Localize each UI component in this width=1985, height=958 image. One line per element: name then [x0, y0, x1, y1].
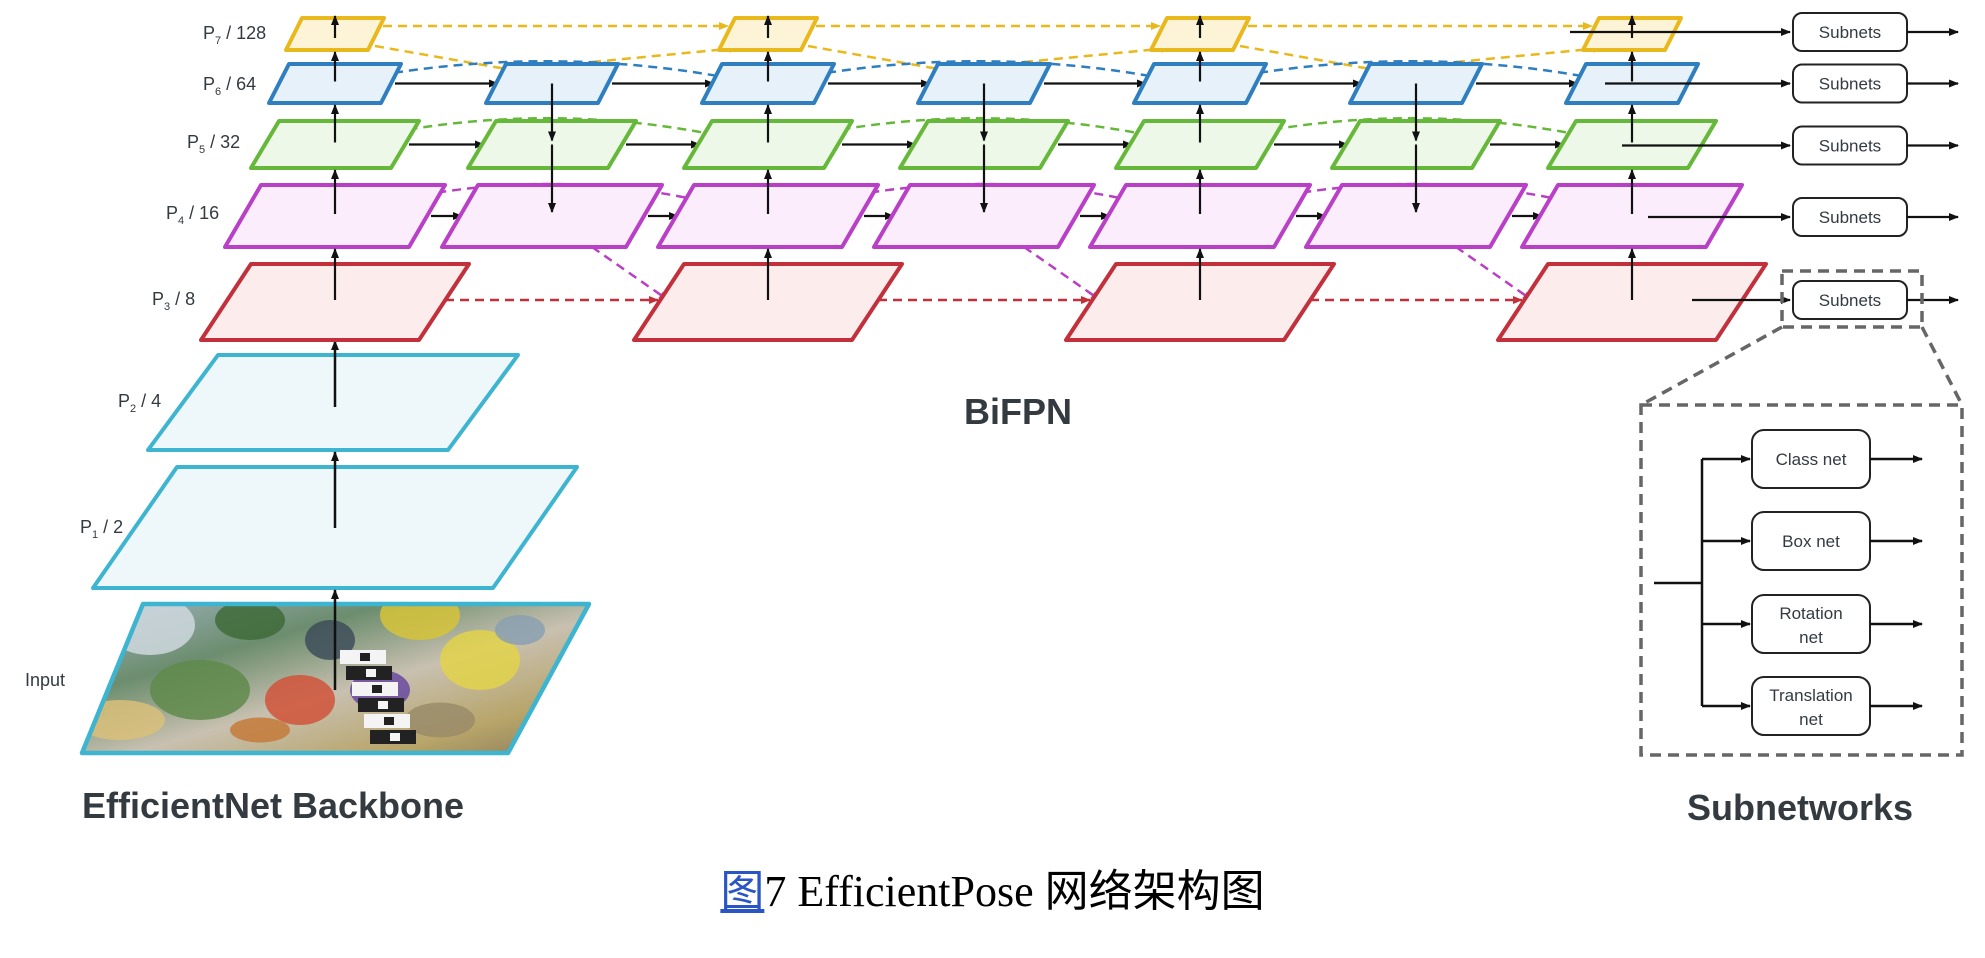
skip-p6-up: [1023, 44, 1171, 64]
svg-text:net: net: [1799, 628, 1823, 647]
label-p3: P3 / 8: [152, 289, 195, 313]
image-blob: [230, 717, 290, 743]
zoom-line-right: [1920, 326, 1964, 406]
svg-text:Box net: Box net: [1782, 532, 1840, 551]
subnets-box-label: Subnets: [1819, 137, 1881, 156]
subnets-box-p7: Subnets: [1792, 12, 1908, 52]
node-p4: [656, 183, 880, 249]
section-label-subnetworks: Subnetworks: [1687, 787, 1913, 828]
node-p6: [700, 62, 836, 105]
image-blob: [215, 604, 285, 640]
backbone-p2-layer: [146, 353, 520, 452]
caption-text: 7 EfficientPose 网络架构图: [764, 867, 1265, 916]
subnets-box-label: Subnets: [1819, 291, 1881, 310]
label-p6: P6 / 64: [203, 74, 256, 98]
skip-p6: [767, 60, 1199, 88]
node-p3: [1064, 262, 1336, 342]
backbone-layers: [79, 340, 592, 756]
image-blob: [440, 630, 520, 690]
translation-net-box: Translation net: [1751, 676, 1871, 736]
node-p3: [199, 262, 471, 342]
marker-square: [372, 685, 382, 693]
image-blob: [495, 615, 545, 645]
skip-p7-down: [807, 44, 945, 73]
node-p3: [1496, 262, 1768, 342]
subnets-highlight-box: [1780, 269, 1924, 329]
marker-square: [384, 717, 394, 725]
caption-link[interactable]: 图: [720, 867, 765, 916]
subnetworks-detail: Class net Box net Rotation net Translati…: [1639, 269, 1964, 757]
skip-p4-down: [1455, 245, 1533, 302]
skip-p7-down: [1239, 44, 1377, 73]
image-blob: [150, 660, 250, 720]
skip-p4-down: [591, 245, 669, 302]
rotation-net-box: Rotation net: [1751, 594, 1871, 654]
subnets-box-p4: Subnets: [1792, 197, 1908, 237]
skip-p4-down: [1023, 245, 1101, 302]
svg-text:Translation: Translation: [1769, 686, 1852, 705]
skip-p6: [1199, 60, 1631, 88]
subnets-box-p3: Subnets: [1792, 280, 1908, 320]
label-input: Input: [25, 670, 65, 690]
marker-square: [366, 669, 376, 677]
node-p4: [1088, 183, 1312, 249]
node-p4: [440, 183, 664, 249]
svg-text:Rotation: Rotation: [1779, 604, 1842, 623]
marker-square: [390, 733, 400, 741]
subnets-box-label: Subnets: [1819, 23, 1881, 42]
image-blob: [265, 675, 335, 725]
label-p2: P2 / 4: [118, 391, 161, 415]
label-p5: P5 / 32: [187, 132, 240, 156]
node-p6: [1132, 62, 1268, 105]
input-image-content: [82, 604, 545, 744]
skip-p6-up: [1455, 44, 1603, 64]
skip-p6: [334, 60, 767, 88]
svg-text:Class net: Class net: [1776, 450, 1847, 469]
section-label-backbone: EfficientNet Backbone: [82, 785, 464, 826]
box-net-box: Box net: [1751, 511, 1871, 571]
node-p5: [249, 119, 421, 170]
node-p5: [682, 119, 854, 170]
subnets-box-p5: Subnets: [1792, 125, 1908, 166]
node-p5: [1114, 119, 1286, 170]
svg-text:net: net: [1799, 710, 1823, 729]
subnets-box-label: Subnets: [1819, 208, 1881, 227]
subnets-box-p6: Subnets: [1792, 63, 1908, 104]
input-image-border: [79, 601, 592, 756]
node-p4: [1304, 183, 1528, 249]
skip-p6-up: [591, 44, 739, 64]
class-net-box: Class net: [1751, 429, 1871, 489]
bifpn-network: [199, 15, 1768, 342]
label-p4: P4 / 16: [166, 203, 219, 227]
node-p4: [872, 183, 1096, 249]
label-p7: P7 / 128: [203, 23, 266, 47]
label-p1: P1 / 2: [80, 517, 123, 541]
node-p4: [223, 183, 447, 249]
image-blob: [405, 702, 475, 738]
level-labels: P7 / 128 P6 / 64 P5 / 32 P4 / 16 P3 / 8 …: [25, 23, 266, 690]
node-p3: [632, 262, 904, 342]
section-label-bifpn: BiFPN: [964, 391, 1072, 432]
subnetworks-detail-box: [1639, 403, 1964, 757]
figure-caption: 图7 EfficientPose 网络架构图: [0, 855, 1985, 919]
node-p4: [1520, 183, 1744, 249]
subnets-box-label: Subnets: [1819, 75, 1881, 94]
marker-square: [378, 701, 388, 709]
skip-p7-down: [374, 44, 513, 73]
node-p6: [267, 62, 403, 105]
marker-square: [360, 653, 370, 661]
zoom-line-left: [1640, 325, 1783, 407]
image-blob: [380, 604, 460, 640]
